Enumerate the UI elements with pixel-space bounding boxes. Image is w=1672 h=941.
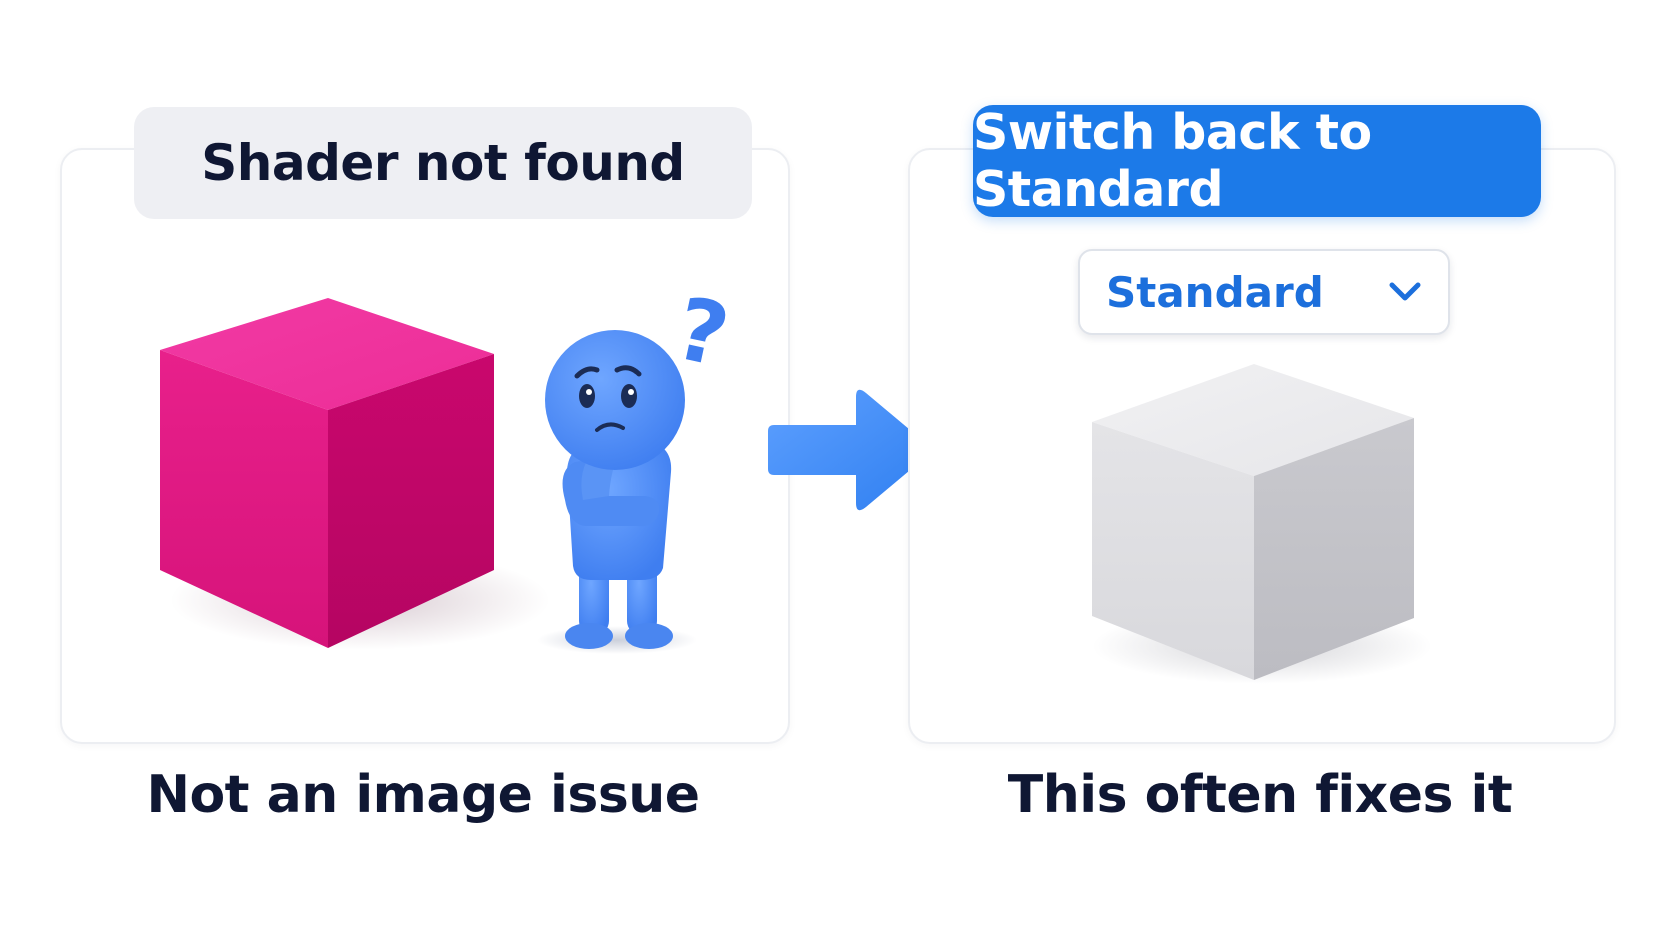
- magenta-cube: [160, 298, 550, 650]
- left-caption: Not an image issue: [146, 765, 700, 825]
- switch-to-standard-label: Switch back to Standard: [973, 104, 1372, 218]
- arrow-right-icon: [768, 389, 931, 511]
- switch-to-standard-button[interactable]: Switch back to Standard: [973, 104, 1541, 218]
- error-label-text: Shader not found: [201, 134, 685, 192]
- right-caption: This often fixes it: [1007, 765, 1513, 825]
- chevron-down-icon: [1389, 282, 1421, 301]
- confused-character-icon: [537, 330, 697, 654]
- gray-cube: [1092, 364, 1432, 684]
- error-label: Shader not found: [134, 107, 752, 219]
- shader-dropdown[interactable]: Standard: [1078, 249, 1450, 335]
- shader-dropdown-value: Standard: [1106, 267, 1324, 317]
